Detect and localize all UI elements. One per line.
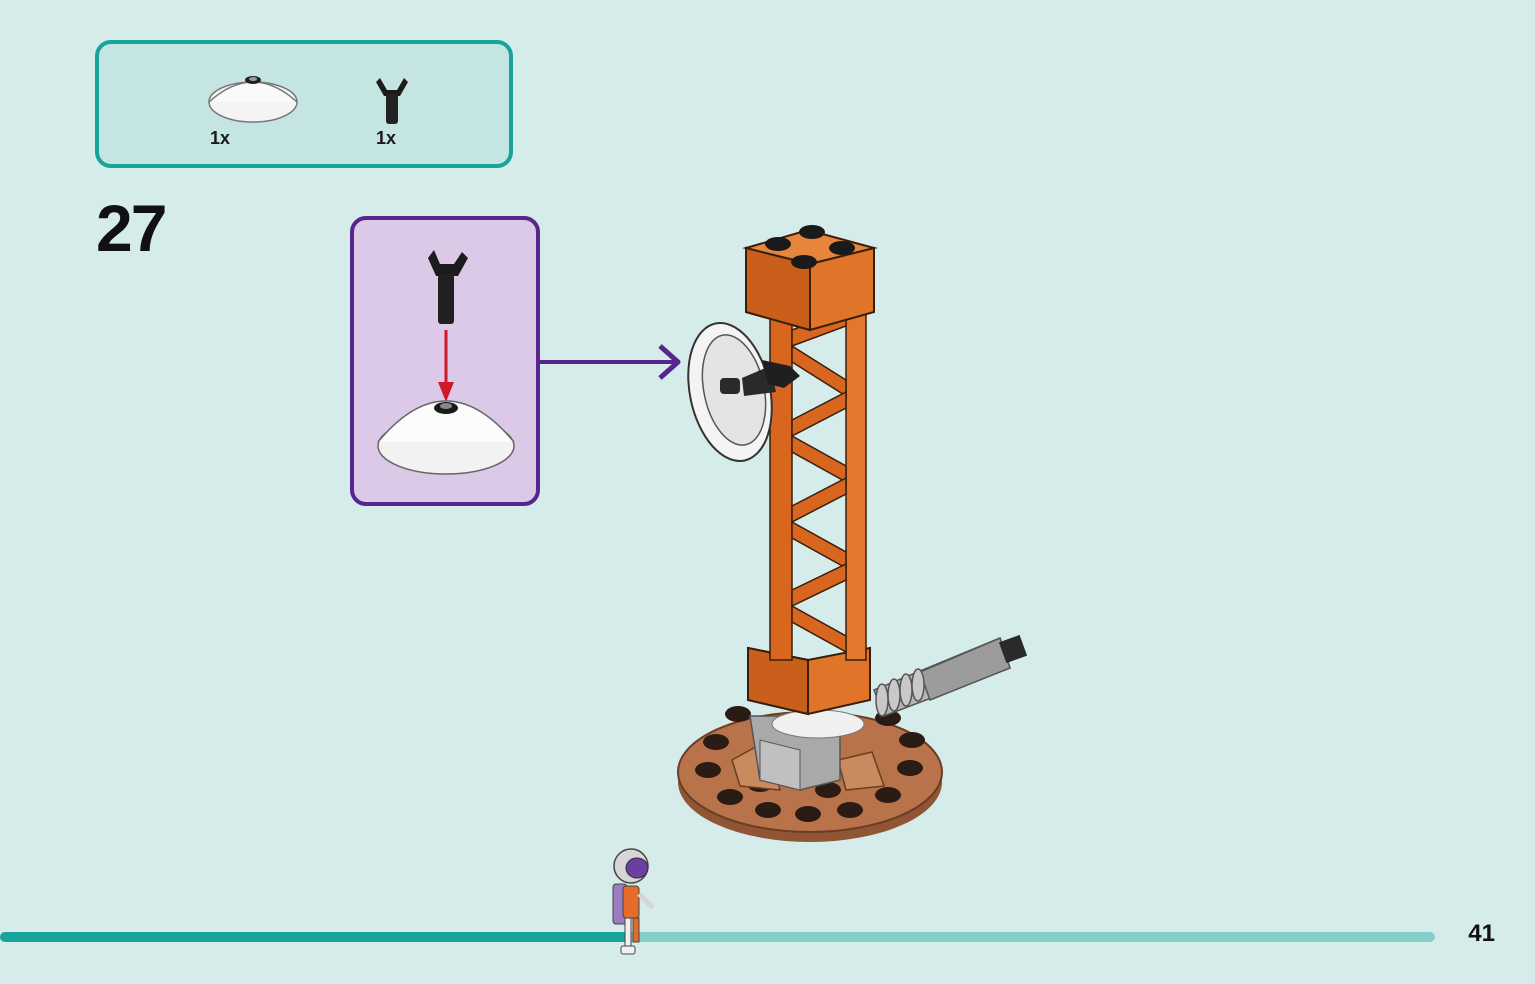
callout-connector-arrow [540, 344, 681, 380]
progress-bar [0, 932, 1435, 942]
orange-lattice-tower [742, 225, 878, 716]
dish-2x2-white-icon [207, 68, 299, 128]
clip-bar-icon [428, 250, 468, 324]
progress-fill [0, 932, 631, 942]
page-number: 41 [1468, 920, 1495, 947]
grey-cylinder [873, 634, 1028, 717]
step-number: 27 [96, 191, 167, 265]
attached-dish [687, 322, 800, 462]
clip-bar-black-icon [375, 74, 409, 126]
dish-icon [377, 400, 515, 475]
sub-assembly-illustration [377, 250, 515, 475]
minifig-astronaut-icon [612, 848, 655, 955]
clip-quantity: 1x [376, 128, 397, 148]
parts-list-box: 1x 1x [95, 40, 513, 168]
sub-assembly-callout [350, 216, 540, 506]
grey-turntable [749, 709, 865, 791]
dish-quantity: 1x [210, 128, 231, 148]
